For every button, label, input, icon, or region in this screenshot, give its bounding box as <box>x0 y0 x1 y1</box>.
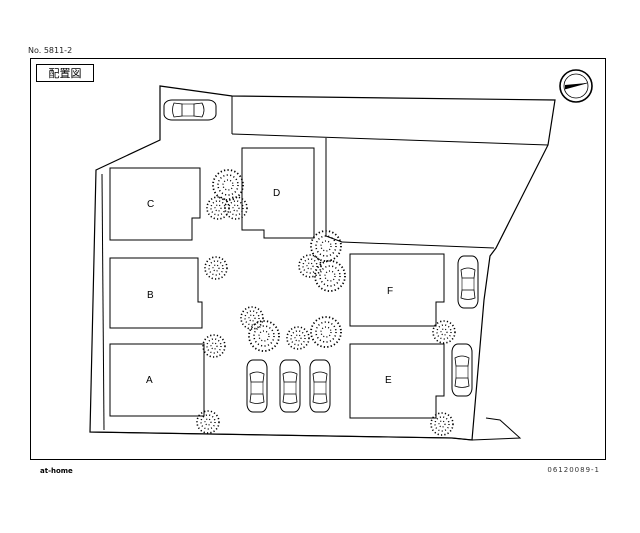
tree-icon <box>248 320 280 352</box>
tree-icon <box>204 256 228 280</box>
tree-icon <box>314 260 346 292</box>
lot-b: B <box>109 257 203 329</box>
footer-code: 06120089-1 <box>547 466 600 474</box>
road-edge <box>89 417 522 441</box>
lot-f: F <box>349 253 445 327</box>
car-icon <box>246 359 268 413</box>
car-icon <box>451 343 473 397</box>
lot-label: E <box>385 375 392 386</box>
tree-icon <box>310 316 342 348</box>
lot-label: F <box>387 286 393 297</box>
north-arrow-icon <box>559 69 593 103</box>
lot-d: D <box>241 147 315 239</box>
tree-icon <box>286 326 310 350</box>
tree-icon <box>240 306 264 330</box>
access-road-line <box>101 173 105 431</box>
lot-c: C <box>109 167 201 241</box>
lot-e: E <box>349 343 445 419</box>
car-icon <box>457 255 479 309</box>
tree-icon <box>202 334 226 358</box>
tree-icon <box>212 169 244 201</box>
parcel-line <box>231 133 549 146</box>
car-icon <box>279 359 301 413</box>
drawing-title: 配置図 <box>36 64 94 82</box>
parcel-line <box>341 241 495 249</box>
lot-label: A <box>146 375 153 386</box>
car-icon <box>163 99 217 121</box>
car-icon <box>309 359 331 413</box>
lot-label: D <box>273 188 280 199</box>
document-number: No. 5811-2 <box>28 46 73 55</box>
footer-brand: at-home <box>40 467 73 475</box>
lot-label: B <box>147 290 154 301</box>
lot-label: C <box>147 199 154 210</box>
drawing-frame <box>30 58 606 460</box>
lot-a: A <box>109 343 205 417</box>
